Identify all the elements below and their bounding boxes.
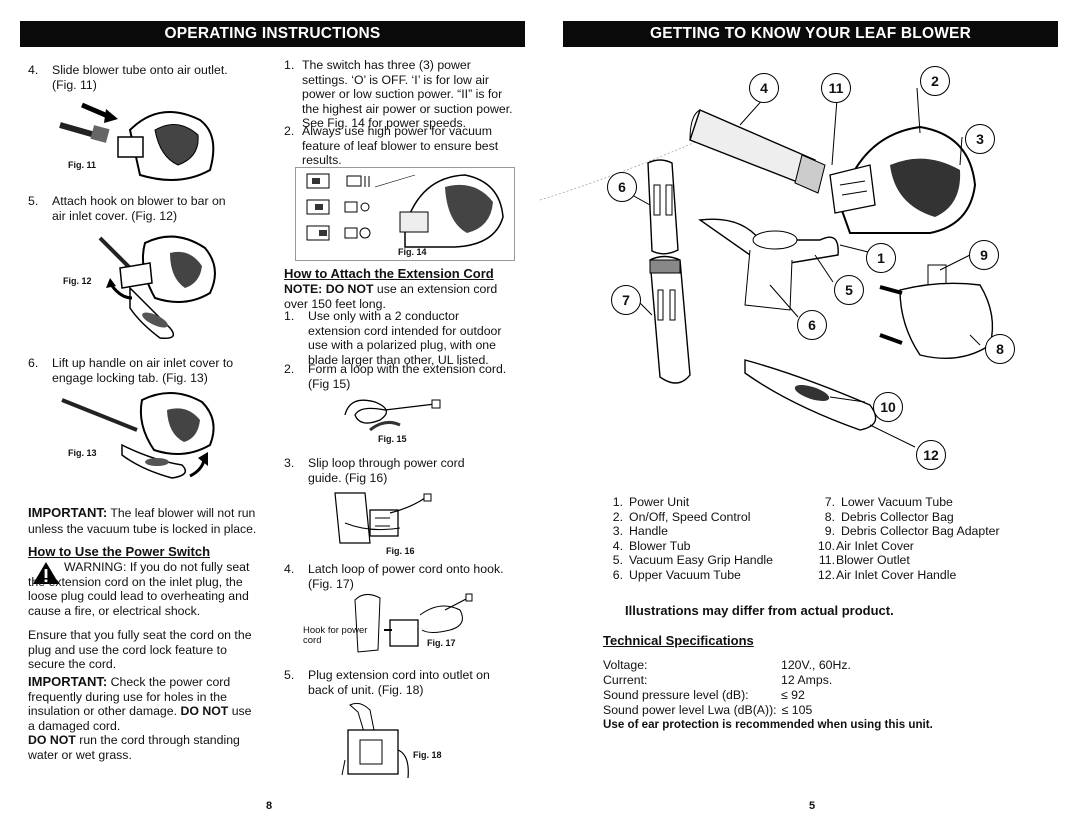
part-row: 2.On/Off, Speed Control xyxy=(612,509,751,524)
spec-row-current: Current:12 Amps. xyxy=(603,673,833,687)
right-page-number: 5 xyxy=(809,800,816,812)
step-6: 6. Lift up handle on air inlet cover to … xyxy=(28,356,234,385)
extension-cord-heading: How to Attach the Extension Cord xyxy=(284,266,494,281)
callout-2: 2 xyxy=(920,66,950,96)
fig-18-label: Fig. 18 xyxy=(413,750,442,760)
part-row: 4.Blower Tub xyxy=(612,538,691,553)
operating-instructions-banner: OPERATING INSTRUCTIONS xyxy=(20,21,525,47)
fig-13-illustration xyxy=(61,391,215,479)
hook-for-power-cord-label: Hook for power cord xyxy=(303,625,368,647)
fig-13-label: Fig. 13 xyxy=(68,448,97,458)
step-4: 4. Slide blower tube onto air outlet. (F… xyxy=(28,63,228,92)
fig-16-label: Fig. 16 xyxy=(386,546,415,556)
important-vacuum-tube-note: IMPORTANT: The leaf blower will not run … xyxy=(28,505,257,537)
cord-step-5: 5. Plug extension cord into outlet on ba… xyxy=(284,668,490,697)
callout-4: 4 xyxy=(749,73,779,103)
callout-1: 1 xyxy=(866,243,896,273)
part-row: 1.Power Unit xyxy=(612,495,690,509)
callout-7: 7 xyxy=(611,285,641,315)
fig-12-illustration xyxy=(98,235,216,340)
part-row: 7.Lower Vacuum Tube xyxy=(824,495,953,509)
ear-protection-note: Use of ear protection is recommended whe… xyxy=(603,718,933,731)
callout-10: 10 xyxy=(873,392,903,422)
parts-list-left: 1.Power Unit 2.On/Off, Speed Control 3.H… xyxy=(603,495,773,583)
fig-15-label: Fig. 15 xyxy=(378,434,407,444)
fig-14-label: Fig. 14 xyxy=(398,247,427,257)
fig-15-illustration xyxy=(344,399,441,432)
callout-11: 11 xyxy=(821,73,851,103)
cord-step-1: 1. Use only with a 2 conductor extension… xyxy=(284,309,502,367)
fig-16-illustration xyxy=(334,492,432,544)
callout-6-lower: 6 xyxy=(797,310,827,340)
callout-8: 8 xyxy=(985,334,1015,364)
part-row: 10.Air Inlet Cover xyxy=(817,538,914,553)
part-row: 11.Blower Outlet xyxy=(818,553,910,568)
power-cord-important-note: IMPORTANT: Check the power cord frequent… xyxy=(28,674,252,762)
callout-6-upper: 6 xyxy=(607,172,637,202)
step-5: 5. Attach hook on blower to bar on air i… xyxy=(28,194,226,223)
spec-row-voltage: Voltage:120V., 60Hz. xyxy=(603,658,851,672)
spec-row-sound-pressure: Sound pressure level (dB):≤ 92 xyxy=(603,688,805,702)
cord-step-3: 3. Slip loop through power cord guide. (… xyxy=(284,456,465,485)
power-switch-heading: How to Use the Power Switch xyxy=(28,544,211,559)
callout-9: 9 xyxy=(969,240,999,270)
extension-cord-note: NOTE: DO NOT use an extension cord over … xyxy=(284,282,498,311)
left-page-number: 8 xyxy=(266,800,273,812)
parts-list-right: 7.Lower Vacuum Tube 8.Debris Collector B… xyxy=(811,495,1000,583)
warning-icon xyxy=(33,562,59,584)
power-switch-ensure-text: Ensure that you fully seat the cord on t… xyxy=(28,628,252,671)
part-row: 8.Debris Collector Bag xyxy=(824,509,954,524)
fig-17-label: Fig. 17 xyxy=(427,638,456,648)
fig-14-illustration xyxy=(306,173,504,248)
part-row: 3.Handle xyxy=(612,524,668,539)
switch-step-1: 1. The switch has three (3) power settin… xyxy=(284,58,513,130)
callout-5: 5 xyxy=(834,275,864,305)
part-row: 5.Vacuum Easy Grip Handle xyxy=(612,553,773,568)
leaf-blower-exploded-diagram xyxy=(539,87,994,448)
part-row: 6.Upper Vacuum Tube xyxy=(612,567,741,582)
part-row: 9.Debris Collector Bag Adapter xyxy=(824,524,1000,539)
switch-step-2: 2. Always use high power for vacuum feat… xyxy=(284,124,499,167)
fig-11-label: Fig. 11 xyxy=(68,160,97,170)
fig-18-illustration xyxy=(341,702,409,779)
callout-3: 3 xyxy=(965,124,995,154)
fig-17-illustration xyxy=(354,593,473,653)
callout-12: 12 xyxy=(916,440,946,470)
technical-specifications-heading: Technical Specifications xyxy=(603,633,754,648)
fig-11-illustration xyxy=(59,102,215,181)
cord-step-4: 4. Latch loop of power cord onto hook. (… xyxy=(284,562,504,591)
part-row: 12.Air Inlet Cover Handle xyxy=(817,567,957,582)
cord-step-2: 2. Form a loop with the extension cord. … xyxy=(284,362,507,391)
fig-12-label: Fig. 12 xyxy=(63,276,92,286)
getting-to-know-banner: GETTING TO KNOW YOUR LEAF BLOWER xyxy=(563,21,1058,47)
spec-row-sound-power: Sound power level Lwa (dB(A)):≤ 105 xyxy=(603,703,813,717)
power-switch-warning: WARNING: If you do not fully seat the ex… xyxy=(28,560,250,618)
illustrations-disclaimer: Illustrations may differ from actual pro… xyxy=(625,603,894,618)
fig-14-frame xyxy=(295,167,515,261)
